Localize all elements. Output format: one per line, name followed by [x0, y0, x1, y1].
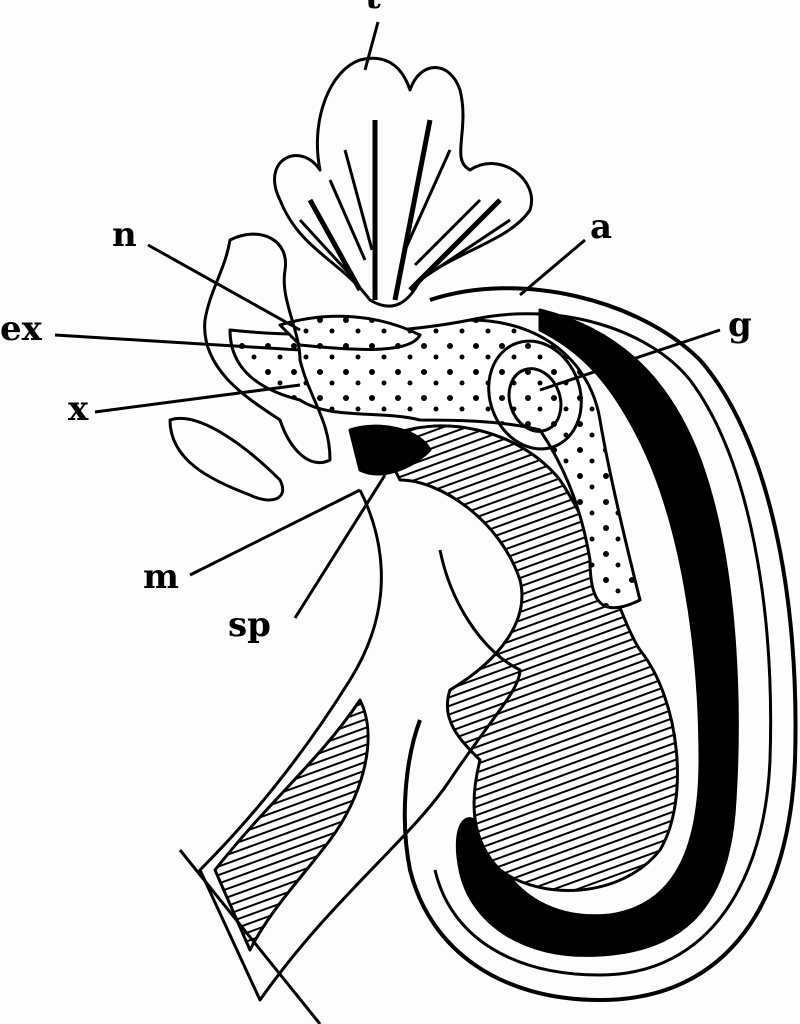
gland — [487, 339, 583, 451]
tentacle-crown — [273, 56, 534, 308]
dotted-tissue — [228, 318, 642, 610]
mouth-region — [348, 424, 432, 476]
label-t: t — [365, 0, 381, 14]
lower-lobe — [168, 417, 285, 502]
label-n: n — [112, 215, 137, 255]
left-lobe — [203, 232, 332, 465]
label-a: a — [590, 207, 613, 247]
label-g: g — [728, 305, 752, 345]
label-sp: sp — [228, 605, 271, 645]
leader-lines — [54, 21, 721, 619]
dark-layer — [455, 308, 739, 957]
stalk — [198, 489, 522, 1002]
label-ex: ex — [0, 309, 42, 349]
label-x: x — [68, 389, 89, 429]
ganglion — [278, 314, 422, 351]
gut-cavity — [378, 424, 679, 892]
outer-wall — [402, 286, 798, 1002]
inner-wall — [433, 312, 773, 977]
label-m: m — [143, 557, 179, 597]
